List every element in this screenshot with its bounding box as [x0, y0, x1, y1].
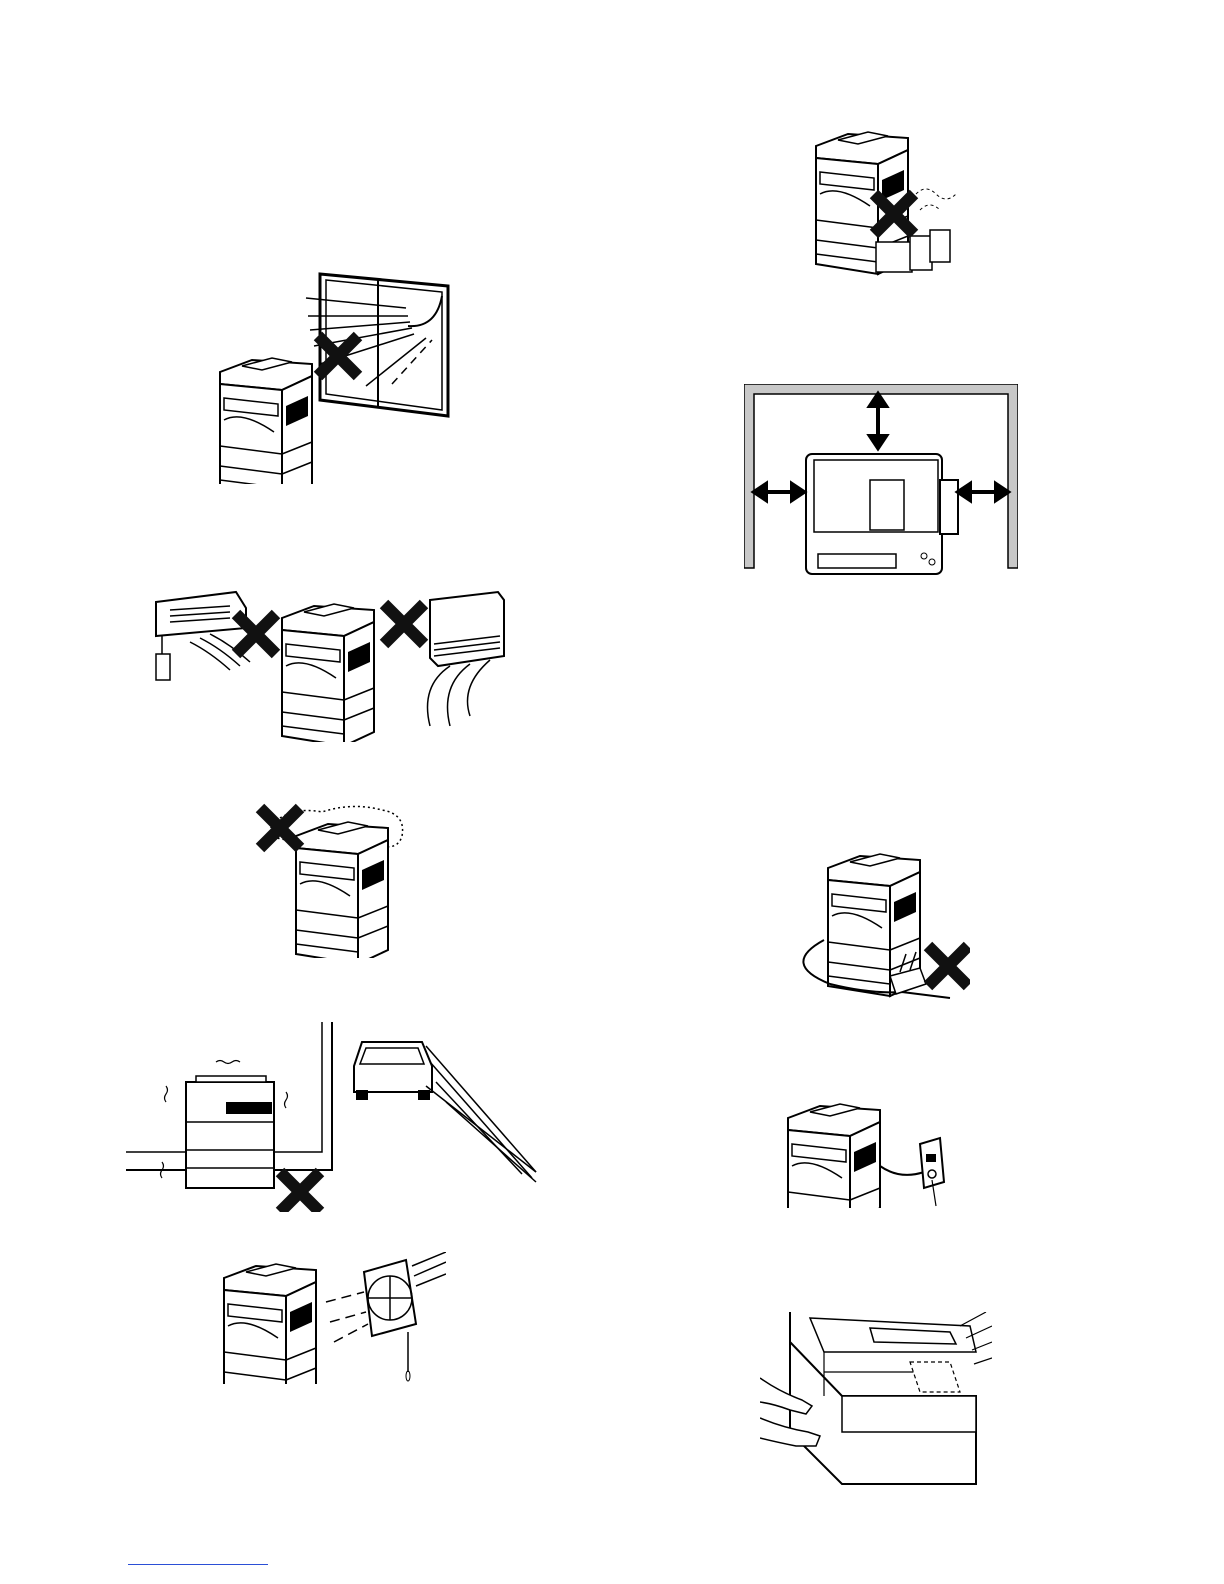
copier-icon	[186, 1076, 274, 1188]
illustration-dedicated-outlet	[780, 1096, 950, 1208]
copier-icon	[788, 1104, 880, 1208]
x-mark-icon	[280, 1172, 320, 1212]
copier-icon	[224, 1264, 316, 1384]
air-conditioner-icon	[156, 592, 246, 680]
wall-outlet-icon	[920, 1138, 944, 1206]
illustration-clearance-space	[744, 384, 1018, 580]
illustration-heater-air-conditioner	[150, 586, 510, 742]
staircase-icon	[426, 1046, 536, 1182]
illustration-volatile-chemicals	[806, 124, 966, 276]
copier-icon	[282, 604, 374, 742]
illustration-ventilation-fan	[216, 1252, 446, 1384]
x-mark-icon	[236, 614, 276, 654]
fan-icon	[364, 1260, 416, 1381]
footer-link[interactable]	[128, 1556, 268, 1570]
x-mark-icon	[928, 946, 968, 986]
x-mark-icon	[384, 604, 424, 644]
copier-closeup-icon	[790, 1312, 976, 1484]
illustration-vibration	[126, 1022, 542, 1212]
window-icon	[320, 274, 448, 416]
illustration-grounding-handles	[760, 1312, 992, 1488]
copier-icon	[220, 358, 312, 484]
illustration-shared-outlet	[790, 844, 970, 1010]
illustration-direct-sunlight	[196, 268, 466, 484]
copier-topview-icon	[806, 454, 958, 574]
illustration-dust	[252, 800, 412, 958]
footer-link-underline	[128, 1564, 268, 1565]
car-icon	[354, 1042, 432, 1100]
heater-icon	[430, 592, 504, 666]
copier-icon	[296, 822, 388, 958]
